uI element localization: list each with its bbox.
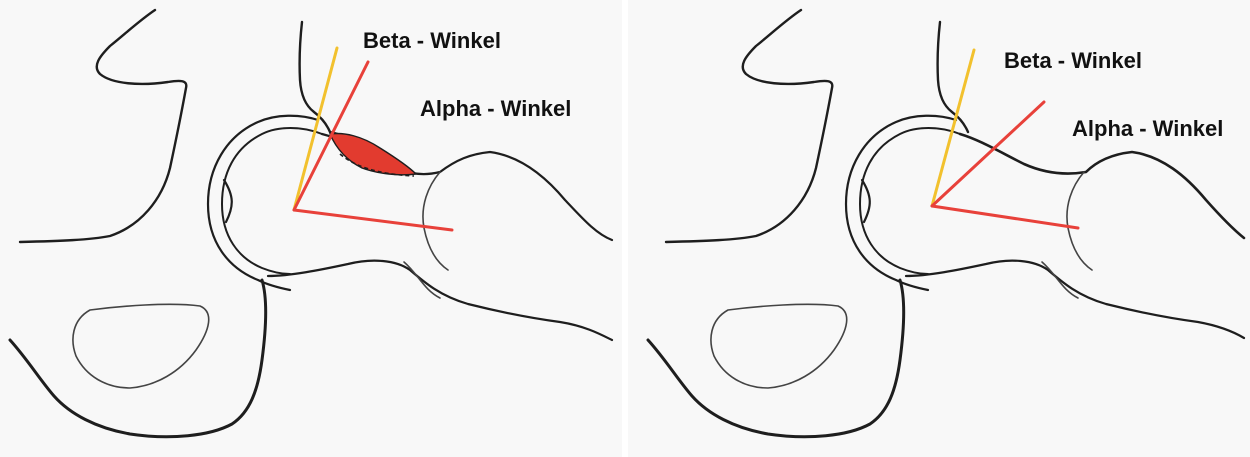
acetabulum-outer-outline <box>846 116 956 290</box>
femoral-head-outline <box>862 180 870 222</box>
femoral-neck-lower-outline <box>268 261 612 340</box>
acetabulum-outer-outline <box>208 116 318 290</box>
beta-angle-label: Beta - Winkel <box>363 30 501 52</box>
obturator-foramen-outline <box>711 304 847 388</box>
panel-with-cam-lesion: Beta - Winkel Alpha - Winkel <box>0 0 622 457</box>
hip-joint-illustration <box>0 0 622 457</box>
alpha-angle-label: Alpha - Winkel <box>1072 118 1223 140</box>
greater-trochanter-outline <box>1067 172 1092 270</box>
iliac-outline <box>20 10 186 242</box>
ischium-outline <box>648 280 904 437</box>
femoral-neck-upper-outline <box>960 134 1244 238</box>
femoral-neck-axis-line <box>932 206 1078 228</box>
acetabular-roof-outline <box>300 22 330 132</box>
femoral-neck-axis-line <box>294 210 452 230</box>
cam-lesion <box>330 134 416 175</box>
hip-joint-illustration-normal <box>628 0 1250 457</box>
iliac-outline <box>666 10 832 242</box>
greater-trochanter-outline <box>423 172 448 270</box>
obturator-foramen-outline <box>73 304 209 388</box>
femoral-neck-lower-outline <box>906 261 1244 338</box>
panel-normal-hip: Beta - Winkel Alpha - Winkel <box>628 0 1250 457</box>
acetabular-roof-outline <box>938 22 968 132</box>
alpha-angle-label: Alpha - Winkel <box>420 98 571 120</box>
acetabulum-inner-outline <box>860 128 960 274</box>
beta-angle-label: Beta - Winkel <box>1004 50 1142 72</box>
ischium-outline <box>10 280 266 437</box>
acetabulum-inner-outline <box>222 128 322 274</box>
